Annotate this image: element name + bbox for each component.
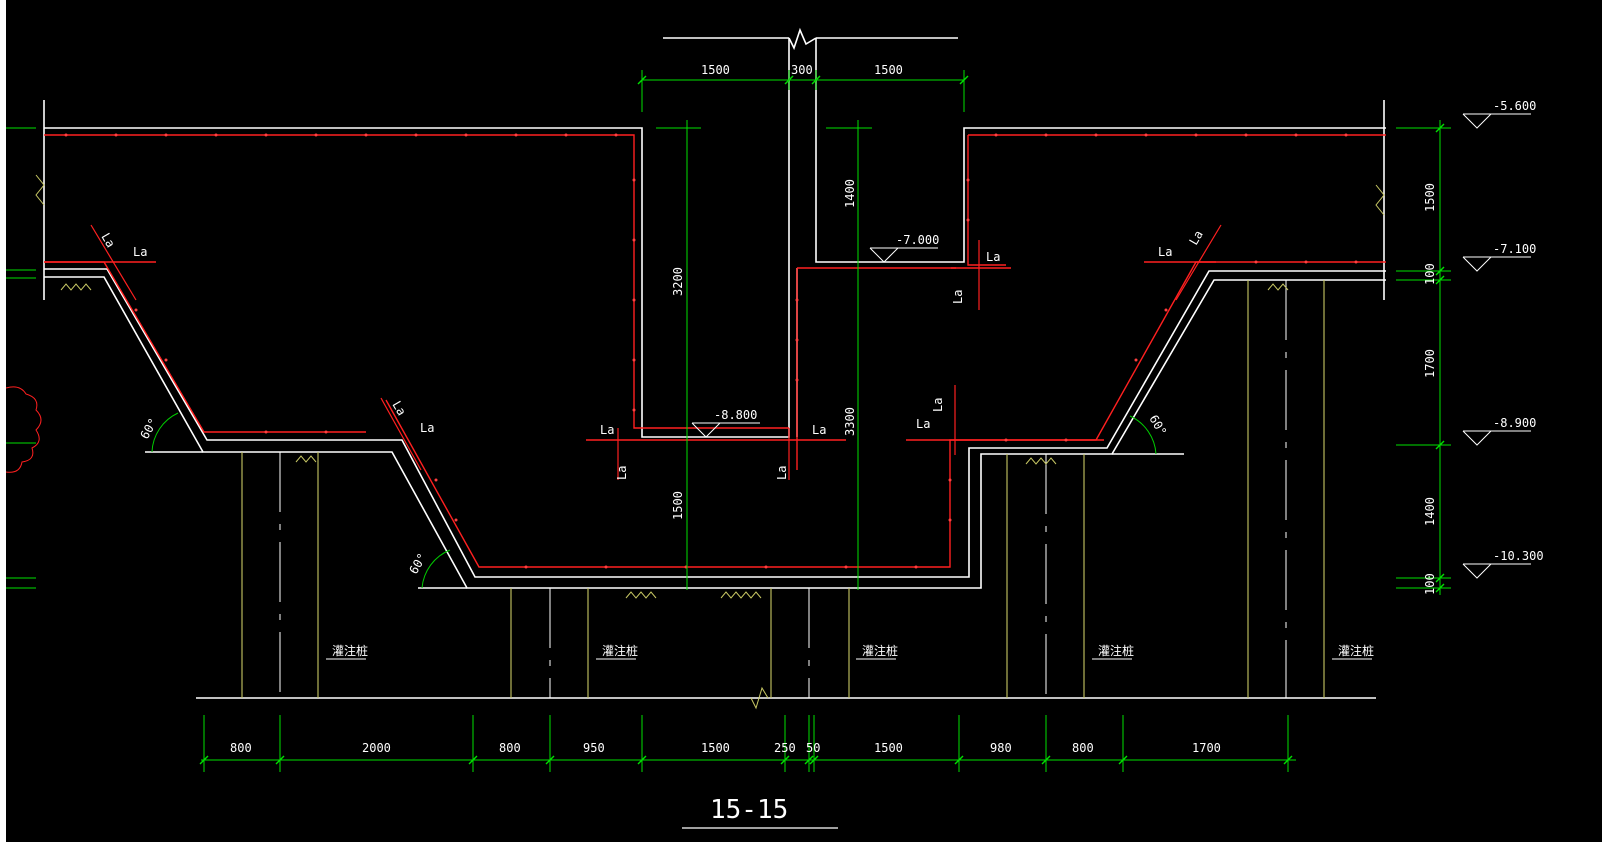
dimension-ticks xyxy=(199,75,1445,765)
right-dimensions: 1500 100 1700 1400 100 xyxy=(1423,183,1437,595)
la-label: La xyxy=(931,398,945,412)
piles xyxy=(241,280,1325,698)
bottom-dim: 800 xyxy=(499,741,521,755)
pile-centerlines xyxy=(279,280,1287,698)
la-label: La xyxy=(916,417,930,431)
bottom-dim: 950 xyxy=(583,741,605,755)
pile-label: 灌注桩 xyxy=(332,643,368,658)
rebar-dots xyxy=(64,133,1358,569)
right-dim: 100 xyxy=(1423,573,1437,595)
anchorage-labels: La La La La La La La La La La La La La L… xyxy=(98,228,1205,480)
revision-cloud xyxy=(6,386,42,473)
concrete-outline xyxy=(43,27,1386,699)
la-label: La xyxy=(775,466,789,480)
bottom-dimensions: 800 2000 800 950 1500 250 50 1500 980 80… xyxy=(230,741,1221,755)
pile-labels: 灌注桩 灌注桩 灌注桩 灌注桩 灌注桩 xyxy=(326,643,1374,660)
bottom-dim: 980 xyxy=(990,741,1012,755)
inner-dim: 3300 xyxy=(843,407,857,436)
la-label: La xyxy=(986,250,1000,264)
pile-label: 灌注桩 xyxy=(1338,643,1374,658)
bottom-dim: 1500 xyxy=(874,741,903,755)
la-label: La xyxy=(812,423,826,437)
break-symbols xyxy=(35,174,1385,710)
elevation-label: -7.100 xyxy=(1493,242,1536,256)
dimension-lines xyxy=(6,70,1451,772)
inner-dimensions: 1400 3200 3300 1500 xyxy=(671,179,857,520)
bottom-dim: 800 xyxy=(1072,741,1094,755)
la-label: La xyxy=(133,245,147,259)
anchorage-leaders xyxy=(90,224,1222,480)
rebar-lines xyxy=(44,134,1386,568)
section-drawing: 灌注桩 灌注桩 灌注桩 灌注桩 灌注桩 xyxy=(6,0,1602,842)
bottom-dim: 1700 xyxy=(1192,741,1221,755)
top-dimensions: 1500 300 1500 xyxy=(701,63,903,77)
elevation-label: -10.300 xyxy=(1493,549,1544,563)
section-title-block: 15-15 xyxy=(682,795,838,829)
angle-arcs xyxy=(151,412,1157,589)
top-dim: 1500 xyxy=(874,63,903,77)
top-dim: 300 xyxy=(791,63,813,77)
pile-label: 灌注桩 xyxy=(602,643,638,658)
elevation-marks xyxy=(691,113,1531,579)
bottom-dim: 50 xyxy=(806,741,820,755)
pile-label: 灌注桩 xyxy=(1098,643,1134,658)
bottom-dim: 1500 xyxy=(701,741,730,755)
elevation-label: -8.800 xyxy=(714,408,757,422)
inner-dim: 1500 xyxy=(671,491,685,520)
right-dim: 1400 xyxy=(1423,497,1437,526)
inner-dim: 1400 xyxy=(843,179,857,208)
soil-hatch xyxy=(60,283,1289,599)
la-label: La xyxy=(1158,245,1172,259)
inner-dim: 3200 xyxy=(671,267,685,296)
la-label: La xyxy=(98,231,117,251)
la-label: La xyxy=(951,290,965,304)
la-label: La xyxy=(389,399,408,419)
la-label: La xyxy=(420,421,434,435)
bottom-dim: 2000 xyxy=(362,741,391,755)
angle-label: 60° xyxy=(137,416,160,442)
pile-label: 灌注桩 xyxy=(862,643,898,658)
bottom-dim: 800 xyxy=(230,741,252,755)
la-label: La xyxy=(615,466,629,480)
la-label: La xyxy=(1186,228,1205,248)
elevation-label: -5.600 xyxy=(1493,99,1536,113)
elevation-label: -8.900 xyxy=(1493,416,1536,430)
right-dim: 1700 xyxy=(1423,349,1437,378)
elevation-labels: -5.600 -7.100 -8.900 -10.300 -7.000 -8.8… xyxy=(714,99,1544,563)
top-dim: 1500 xyxy=(701,63,730,77)
right-dim: 1500 xyxy=(1423,183,1437,212)
right-dim: 100 xyxy=(1423,263,1437,285)
elevation-label: -7.000 xyxy=(896,233,939,247)
section-title: 15-15 xyxy=(710,795,788,825)
la-label: La xyxy=(600,423,614,437)
bottom-dim: 250 xyxy=(774,741,796,755)
